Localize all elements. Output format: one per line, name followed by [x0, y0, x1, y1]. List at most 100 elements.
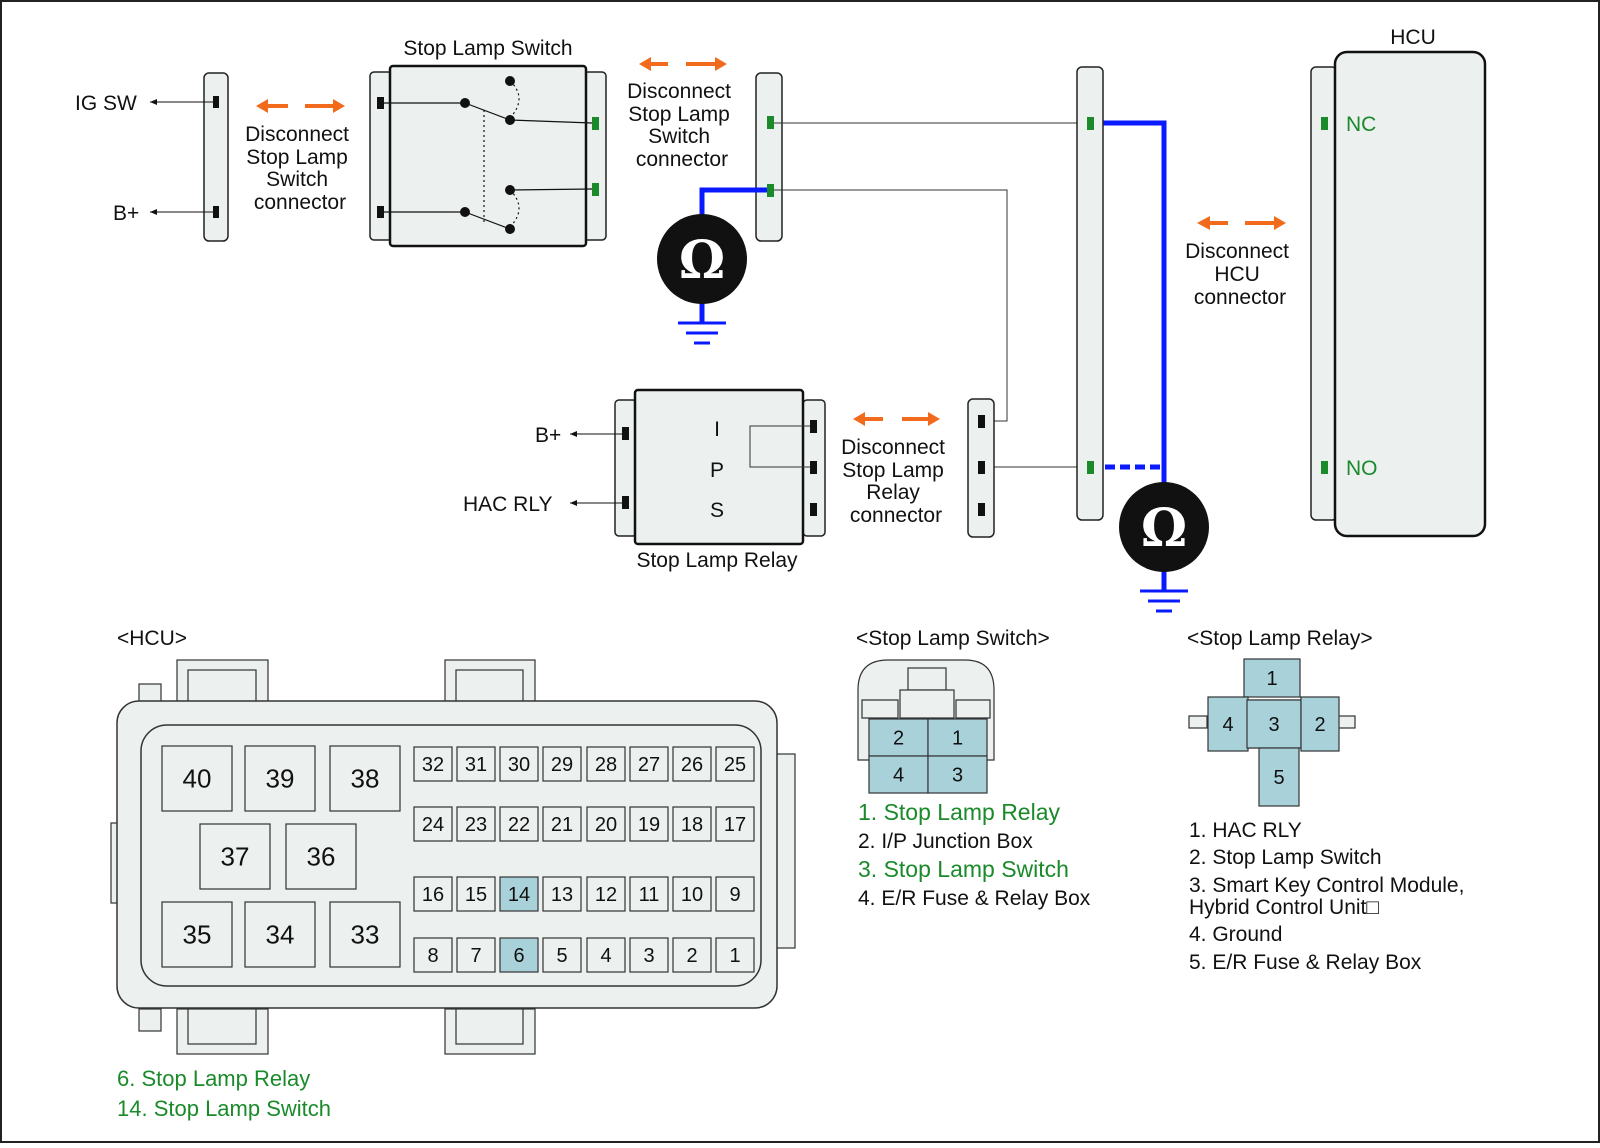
- connector-pin-36: [285, 823, 357, 890]
- harness-pin-green: [1087, 461, 1094, 474]
- connector-pin-4: [586, 937, 626, 973]
- relay-legend-4: 4. Ground: [1189, 923, 1282, 946]
- disconnect-arrow: [639, 57, 727, 71]
- pin-label: 8: [427, 945, 438, 967]
- pin-label: 2: [1314, 714, 1325, 736]
- switch-pin-green: [592, 183, 599, 196]
- ground-icon: [678, 321, 726, 345]
- ohm-symbol: Ω: [679, 230, 725, 291]
- ig-sw-label: IG SW: [75, 92, 137, 115]
- pin-label: 25: [724, 754, 746, 776]
- pin-label: 1: [729, 945, 740, 967]
- relay-pin: [810, 461, 817, 474]
- pin-label: 5: [556, 945, 567, 967]
- pin-label: 9: [729, 884, 740, 906]
- pin-label: 19: [638, 814, 660, 836]
- switch-pin-green: [592, 117, 599, 130]
- hcu-nc-label: NC: [1346, 113, 1376, 136]
- bplus-top-label: B+: [113, 202, 139, 225]
- relay-pin: [810, 420, 817, 433]
- pin-label: 16: [422, 884, 444, 906]
- pin-label: 39: [266, 764, 295, 794]
- connector-pin-7: [456, 937, 496, 973]
- switch-right-header: [583, 71, 607, 241]
- connector-pin: [213, 96, 219, 108]
- harness-pin: [978, 503, 985, 516]
- stop-lamp-switch-body: [388, 64, 588, 248]
- relay-bplus-label: B+: [535, 424, 561, 447]
- disconnect-relay-text: Disconnect Stop Lamp Relay connector: [841, 436, 951, 527]
- switch-contacts: [384, 80, 593, 230]
- harness-pin-green: [1087, 117, 1094, 130]
- connector-pin-3: [1246, 699, 1302, 749]
- relay-title: Stop Lamp Relay: [636, 549, 798, 572]
- relay-legend-2: 2. Stop Lamp Switch: [1189, 846, 1382, 869]
- hcu-legend-14: 14. Stop Lamp Switch: [117, 1096, 331, 1121]
- relay-internal-link: [749, 425, 810, 468]
- meter-lead: [699, 120, 1167, 591]
- relay-pin-p: P: [710, 459, 724, 482]
- pin-label: 3: [952, 765, 963, 787]
- pin-label: 13: [551, 884, 573, 906]
- connector-pin-29: [542, 746, 582, 782]
- connector-pin-13: [542, 876, 582, 912]
- disconnect-switch-right-text: Disconnect Stop Lamp Switch connector: [627, 80, 737, 171]
- disconnect-arrow: [853, 412, 940, 426]
- connector-pin-25: [715, 746, 755, 782]
- connector-pin-18: [672, 806, 712, 842]
- connector-pin-2: [1300, 696, 1340, 752]
- ground-icon: [1140, 589, 1188, 613]
- pin-label: 32: [422, 754, 444, 776]
- ohmmeter-icon: [1119, 482, 1209, 572]
- connector-pin-19: [629, 806, 669, 842]
- connector-pin-3: [629, 937, 669, 973]
- hcu-connector-title: <HCU>: [117, 627, 187, 650]
- pin-label: 31: [465, 754, 487, 776]
- pin-label: 3: [643, 945, 654, 967]
- disconnect-arrow: [1197, 216, 1286, 230]
- pin-label: 4: [893, 765, 904, 787]
- switch-legend-1: 1. Stop Lamp Relay: [858, 799, 1061, 825]
- pin-label: 27: [638, 754, 660, 776]
- pin-label: 12: [595, 884, 617, 906]
- hcu-title: HCU: [1390, 26, 1436, 49]
- connector-pin-30: [499, 746, 539, 782]
- connector-pin-8: [413, 937, 453, 973]
- pin-label: 26: [681, 754, 703, 776]
- pin-label: 3: [1268, 714, 1279, 736]
- pin-label: 14: [508, 884, 530, 906]
- relay-legend-3: 3. Smart Key Control Module,: [1189, 874, 1464, 897]
- pin-label: 15: [465, 884, 487, 906]
- connector-pin-5: [542, 937, 582, 973]
- disconnect-switch-left-text: Disconnect Stop Lamp Switch connector: [245, 123, 355, 214]
- hcu-header: [1310, 66, 1338, 521]
- connector-pin-38: [329, 745, 401, 812]
- connector-pin-16: [413, 876, 453, 912]
- connector-pin-23: [456, 806, 496, 842]
- pin-label: 28: [595, 754, 617, 776]
- connector-pin-2: [868, 718, 929, 757]
- relay-legend-5: 5. E/R Fuse & Relay Box: [1189, 951, 1422, 974]
- switch-pin: [377, 97, 384, 109]
- connector-pin-12: [586, 876, 626, 912]
- connector-pin-37: [199, 823, 271, 890]
- pin-label: 29: [551, 754, 573, 776]
- switch-legend-4: 4. E/R Fuse & Relay Box: [858, 887, 1091, 910]
- pin-label: 10: [681, 884, 703, 906]
- hcu-pin-green: [1321, 117, 1328, 130]
- hac-rly-label: HAC RLY: [463, 493, 552, 516]
- pin-label: 33: [351, 920, 380, 950]
- hcu-legend-6: 6. Stop Lamp Relay: [117, 1066, 310, 1091]
- pin-label: 2: [893, 728, 904, 750]
- relay-pin: [622, 427, 629, 440]
- pin-label: 5: [1273, 767, 1284, 789]
- relay-legend-1: 1. HAC RLY: [1189, 819, 1302, 842]
- connector-pin-22: [499, 806, 539, 842]
- harness-pin-green: [767, 116, 774, 129]
- switch-title: Stop Lamp Switch: [403, 37, 572, 60]
- pin-label: 1: [1266, 668, 1277, 690]
- relay-pin-i: I: [714, 418, 720, 441]
- connector-pin-3: [927, 755, 988, 794]
